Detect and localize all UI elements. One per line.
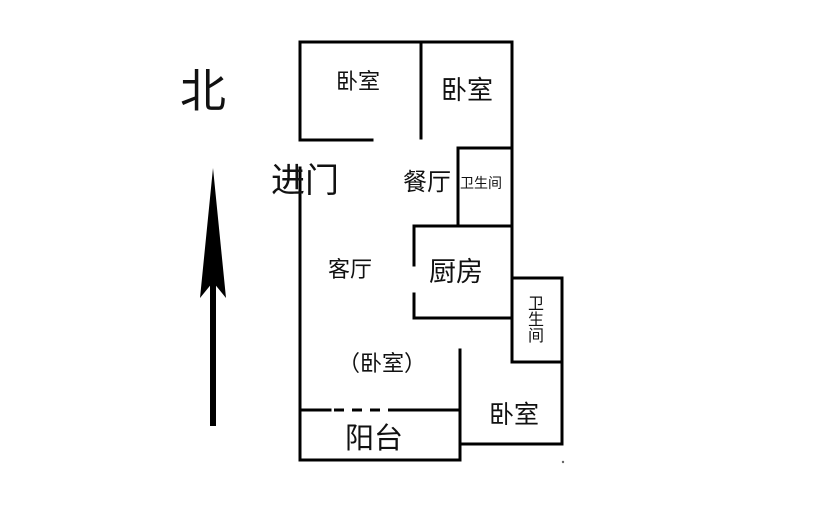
room-label-bedroom-nw: 卧室 <box>336 70 381 95</box>
room-label-living: 客厅 <box>328 258 373 283</box>
room-label-bedroom-se: 卧室 <box>489 400 540 429</box>
room-label-entrance: 进门 <box>271 161 339 201</box>
room-label-bedroom-mid: （卧室） <box>338 352 427 377</box>
room-label-bathroom-2: 卫生间 <box>525 295 544 343</box>
plan-dot <box>561 460 565 464</box>
room-label-bathroom-1: 卫生间 <box>460 176 502 192</box>
room-label-balcony: 阳台 <box>345 421 404 455</box>
room-label-bedroom-ne: 卧室 <box>441 76 494 106</box>
room-label-dining: 餐厅 <box>403 168 451 196</box>
room-label-kitchen: 厨房 <box>429 257 483 288</box>
north-arrow-head <box>200 168 226 298</box>
north-label: 北 <box>180 64 226 118</box>
